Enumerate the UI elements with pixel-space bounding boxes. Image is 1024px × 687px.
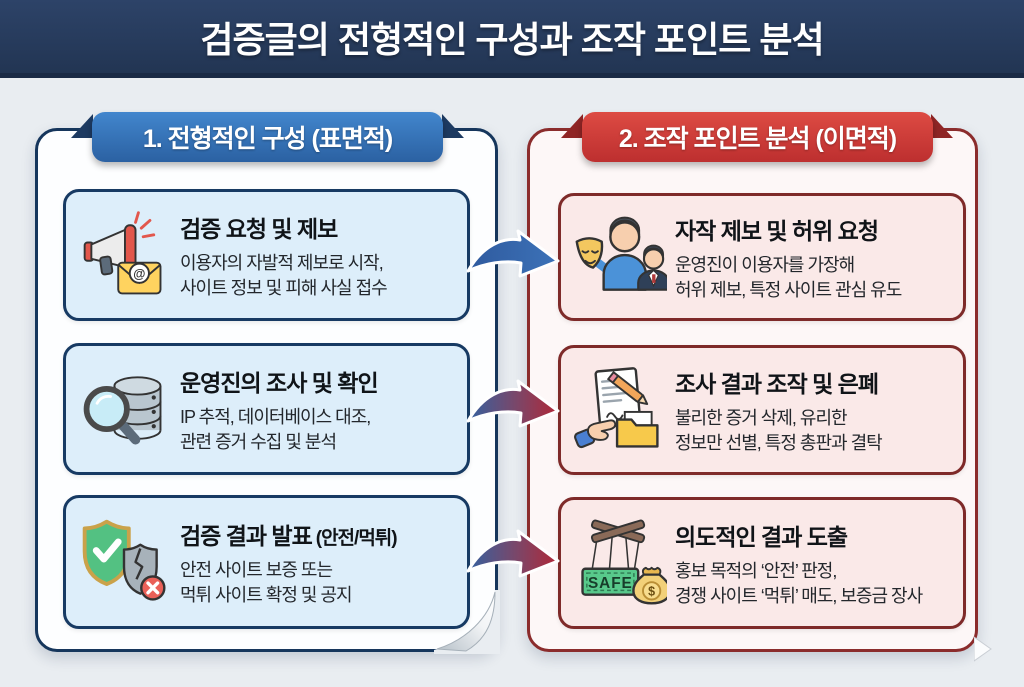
card-body: IP 추적, 데이터베이스 대조, 관련 증거 수집 및 분석 [180,407,371,452]
shield-check-broken-icon [82,519,166,601]
card-body: 이용자의 자발적 제보로 시작, 사이트 정보 및 피해 사실 접수 [180,253,388,298]
puppet-safe-money-icon: SAFE $ [581,519,667,605]
page-title: 검증글의 전형적인 구성과 조작 포인트 분석 [200,18,824,60]
edge-fold-notch [974,636,992,662]
panel-typical-structure: @ 검증 요청 및 제보 이용자의 자발적 제보로 시작, 사이트 정보 및 피… [35,128,498,652]
header-bar: 검증글의 전형적인 구성과 조작 포인트 분석 [0,0,1024,78]
card-title: 검증 요청 및 제보 [180,216,338,243]
card-body: 안전 사이트 보증 또는 먹튀 사이트 확정 및 공지 [180,560,353,605]
card-text: 검증 결과 발표(안전/먹튀) 안전 사이트 보증 또는 먹튀 사이트 확정 및… [180,517,459,607]
left-section-header: 1. 전형적인 구성 (표면적) [92,112,443,162]
card-body: 홍보 목적의 ‘안전’ 판정, 경쟁 사이트 ‘먹튀’ 매도, 보증금 장사 [675,561,923,606]
card-title: 의도적인 결과 도출 [675,524,848,551]
card-intentional-results: SAFE $ 의도적인 결과 도출 홍보 목적의 ‘안전’ 판정, 경쟁 사이트… [558,497,966,629]
safe-sign-label: SAFE [588,575,633,592]
megaphone-envelope-icon: @ [83,211,162,295]
arrow-step3-icon [466,529,560,578]
card-result-announcement: 검증 결과 발표(안전/먹튀) 안전 사이트 보증 또는 먹튀 사이트 확정 및… [63,495,470,629]
card-investigation: 운영진의 조사 및 확인 IP 추적, 데이터베이스 대조, 관련 증거 수집 … [63,343,470,475]
card-text: 조사 결과 조작 및 은폐 불리한 증거 삭제, 유리한 정보만 선별, 특정 … [675,365,955,455]
magnifier-database-icon [83,376,162,445]
card-title-suffix: (안전/먹튀) [315,528,398,550]
card-text: 의도적인 결과 도출 홍보 목적의 ‘안전’ 판정, 경쟁 사이트 ‘먹튀’ 매… [675,518,955,608]
card-body: 운영진이 이용자를 가장해 허위 제보, 특정 사이트 관심 유도 [675,255,902,300]
card-title: 운영진의 조사 및 확인 [180,370,379,397]
card-text: 자작 제보 및 허위 요청 운영진이 이용자를 가장해 허위 제보, 특정 사이… [675,212,955,302]
card-report-request: @ 검증 요청 및 제보 이용자의 자발적 제보로 시작, 사이트 정보 및 피… [63,189,470,321]
dollar-sign: $ [648,585,655,599]
card-fake-reports: 자작 제보 및 허위 요청 운영진이 이용자를 가장해 허위 제보, 특정 사이… [558,193,966,321]
card-title: 조사 결과 조작 및 은폐 [675,371,879,398]
document-tamper-icon [574,367,659,449]
at-symbol: @ [133,267,145,281]
right-section-header: 2. 조작 포인트 분석 (이면적) [582,112,933,162]
card-evidence-tampering: 조사 결과 조작 및 은폐 불리한 증거 삭제, 유리한 정보만 선별, 특정 … [558,345,966,475]
panel-manipulation-analysis: 자작 제보 및 허위 요청 운영진이 이용자를 가장해 허위 제보, 특정 사이… [527,128,978,652]
card-title: 자작 제보 및 허위 요청 [675,218,879,245]
card-text: 운영진의 조사 및 확인 IP 추적, 데이터베이스 대조, 관련 증거 수집 … [180,364,459,454]
mask-impersonation-icon [575,216,667,291]
card-body: 불리한 증거 삭제, 유리한 정보만 선별, 특정 총판과 결탁 [675,408,883,453]
card-title: 검증 결과 발표(안전/먹튀) [180,523,398,550]
arrow-step1-icon [466,229,560,278]
page-curl [434,590,500,654]
card-text: 검증 요청 및 제보 이용자의 자발적 제보로 시작, 사이트 정보 및 피해 … [180,210,459,300]
arrow-step2-icon [466,379,560,428]
